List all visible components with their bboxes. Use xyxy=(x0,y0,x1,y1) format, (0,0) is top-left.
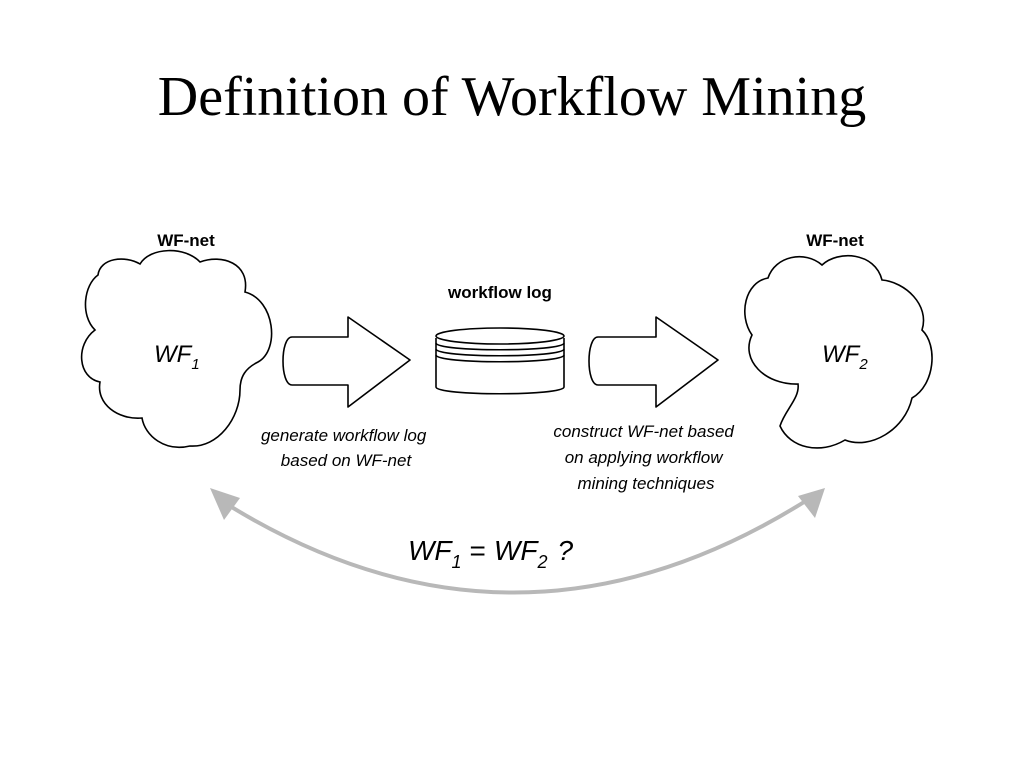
slide-title: Definition of Workflow Mining xyxy=(157,66,867,128)
left-wfnet-label: WF-net xyxy=(157,231,215,250)
left-wf-label: WF1 xyxy=(154,341,200,373)
right-process-arrow xyxy=(588,316,719,408)
left-process-arrow xyxy=(282,316,411,408)
right-wf-label: WF2 xyxy=(822,341,868,373)
right-cloud-shape xyxy=(744,254,933,449)
comparison-arrow xyxy=(210,488,825,595)
equation-text: WF1=WF2? xyxy=(408,535,573,572)
left-cloud-shape xyxy=(80,249,273,449)
workflow-log-cylinder xyxy=(435,327,565,395)
left-arrow-caption: generate workflow log based on WF-net xyxy=(261,426,431,470)
right-arrow-caption: construct WF-net based on applying workf… xyxy=(553,422,738,493)
workflow-log-label: workflow log xyxy=(447,283,552,302)
right-wfnet-label: WF-net xyxy=(806,231,864,250)
